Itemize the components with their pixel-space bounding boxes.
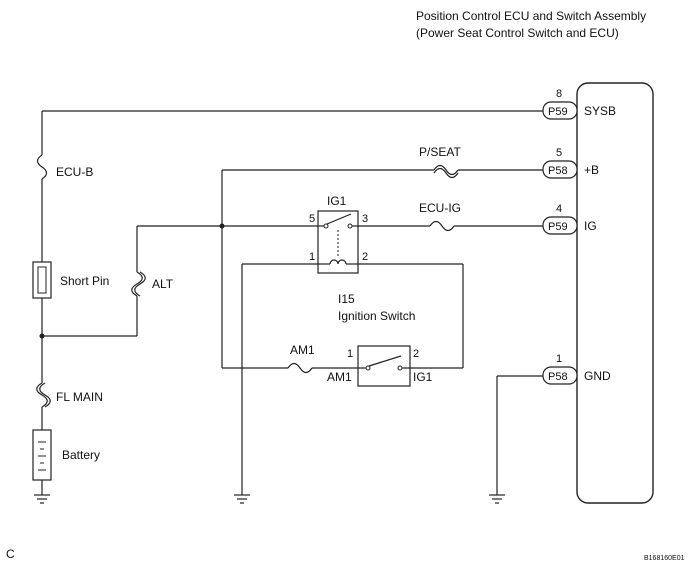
ecu-pin-plus-b: 5 P58 +B — [542, 147, 599, 179]
connector-code: P59 — [548, 106, 568, 118]
short-pin-label: Short Pin — [60, 274, 109, 288]
figure-code: B168160E01 — [644, 555, 685, 562]
fl-main-fuse-label: FL MAIN — [56, 390, 103, 404]
ecu-ig-fuse-label: ECU-IG — [419, 201, 461, 215]
coil-pin-1: 1 — [309, 251, 315, 263]
alt-fuse-symbol — [131, 271, 146, 297]
ecu-box — [576, 82, 654, 504]
ignition-switch-ig1: IG1 5 3 1 2 — [309, 194, 368, 274]
coil-pin-2: 2 — [362, 251, 368, 263]
p-seat-fuse-label: P/SEAT — [419, 145, 461, 159]
ecu-title-line2: (Power Seat Control Switch and ECU) — [416, 26, 619, 40]
ecu-ig-branch: ECU-IG — [358, 201, 543, 232]
ground-symbol-ecu — [489, 494, 505, 504]
ecu-pin-ig: 4 P59 IG — [542, 203, 597, 235]
pin-signal: GND — [584, 369, 611, 383]
battery-line: ECU-B Short Pin FL MAIN Battery — [32, 111, 109, 504]
ground-symbol-ignition — [234, 494, 250, 504]
pin-signal: +B — [584, 163, 599, 177]
am1-fuse-label: AM1 — [290, 343, 315, 357]
switch-label-ig1: IG1 — [413, 370, 433, 384]
am1-fuse-symbol — [287, 362, 313, 374]
ignition-switch-name: Ignition Switch — [338, 309, 415, 323]
ecu-ig-fuse-symbol — [429, 220, 455, 232]
ig1-coil-symbol — [329, 259, 347, 265]
pin-number: 5 — [556, 147, 562, 159]
pin-number: 8 — [556, 88, 562, 100]
corner-letter: C — [6, 547, 15, 561]
connector-code: P58 — [548, 371, 568, 383]
ig1-relay-label: IG1 — [327, 194, 347, 208]
ecu-b-fuse-label: ECU-B — [56, 165, 93, 179]
switch-pin-2: 2 — [413, 348, 419, 360]
pin-signal: SYSB — [584, 104, 616, 118]
alt-fuse-label: ALT — [152, 277, 174, 291]
ig1-pin-5: 5 — [309, 213, 315, 225]
battery-symbol — [32, 429, 52, 481]
pin-signal: IG — [584, 219, 597, 233]
am1-switch: AM1 1 2 AM1 IG1 — [222, 343, 463, 387]
fl-main-fuse-symbol — [36, 382, 51, 408]
p-seat-branch: P/SEAT — [221, 145, 543, 368]
p-seat-fuse-symbol — [433, 164, 459, 179]
alt-branch: ALT — [42, 223, 318, 337]
pin-number: 1 — [556, 353, 562, 365]
ignition-switch-id: I15 — [338, 292, 355, 306]
ecu-pin-gnd: 1 P58 GND — [542, 353, 611, 385]
switch-label-am1: AM1 — [327, 370, 352, 384]
connector-code: P58 — [548, 165, 568, 177]
battery-label: Battery — [62, 448, 100, 462]
ecu-pin-sysb: 8 P59 SYSB — [542, 88, 616, 120]
ecu-b-fuse-symbol — [36, 154, 48, 180]
ig1-pin-3: 3 — [362, 213, 368, 225]
pin-number: 4 — [556, 203, 562, 215]
am1-ig1-switch-box — [357, 345, 411, 387]
connector-code: P59 — [548, 221, 568, 233]
ecu-assembly: Position Control ECU and Switch Assembly… — [416, 9, 654, 504]
switch-pin-1: 1 — [347, 348, 353, 360]
ground-symbol-battery — [34, 494, 50, 504]
ecu-title-line1: Position Control ECU and Switch Assembly — [416, 9, 646, 23]
